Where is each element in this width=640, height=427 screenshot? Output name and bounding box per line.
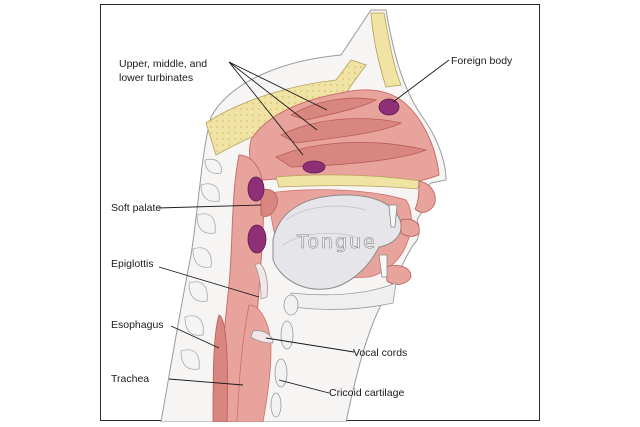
foreign-bodies	[247, 98, 400, 254]
diagram-frame: Upper, middle, and lower turbinates Fore…	[100, 4, 540, 422]
label-turbinates-line1: Upper, middle, and	[119, 58, 207, 70]
foreign-body-turbinate	[302, 160, 326, 174]
nasal-bone	[370, 12, 402, 88]
upper-lip	[400, 218, 420, 237]
epiglottis	[254, 262, 268, 300]
foreign-body-pharynx-upper	[247, 176, 265, 202]
soft-palate	[260, 188, 278, 217]
label-epiglottis: Epiglottis	[111, 258, 154, 270]
esophagus	[212, 314, 228, 422]
lower-teeth	[378, 254, 388, 278]
label-tongue: Tongue	[296, 231, 377, 253]
label-turbinates-line2: lower turbinates	[119, 72, 193, 84]
vertebrae	[180, 158, 222, 370]
jaw-bone	[290, 282, 397, 310]
throat-anatomy-diagram: Upper, middle, and lower turbinates Fore…	[111, 9, 513, 422]
leader-lines	[157, 59, 450, 394]
lower-lip	[384, 265, 412, 285]
foreign-body-pharynx-lower	[247, 224, 267, 254]
upper-teeth	[388, 204, 398, 228]
label-cricoid-cartilage: Cricoid cartilage	[329, 387, 404, 399]
label-trachea: Trachea	[111, 373, 149, 385]
label-soft-palate: Soft palate	[111, 202, 161, 214]
label-esophagus: Esophagus	[111, 319, 164, 331]
cartilage-rings	[270, 294, 299, 418]
foreign-body-nasal	[378, 98, 400, 116]
label-foreign-body: Foreign body	[451, 55, 513, 67]
label-vocal-cords: Vocal cords	[353, 347, 407, 359]
vocal-cords	[250, 330, 274, 344]
middle-turbinate	[280, 118, 403, 144]
nostril	[414, 180, 436, 213]
tongue	[272, 194, 402, 290]
